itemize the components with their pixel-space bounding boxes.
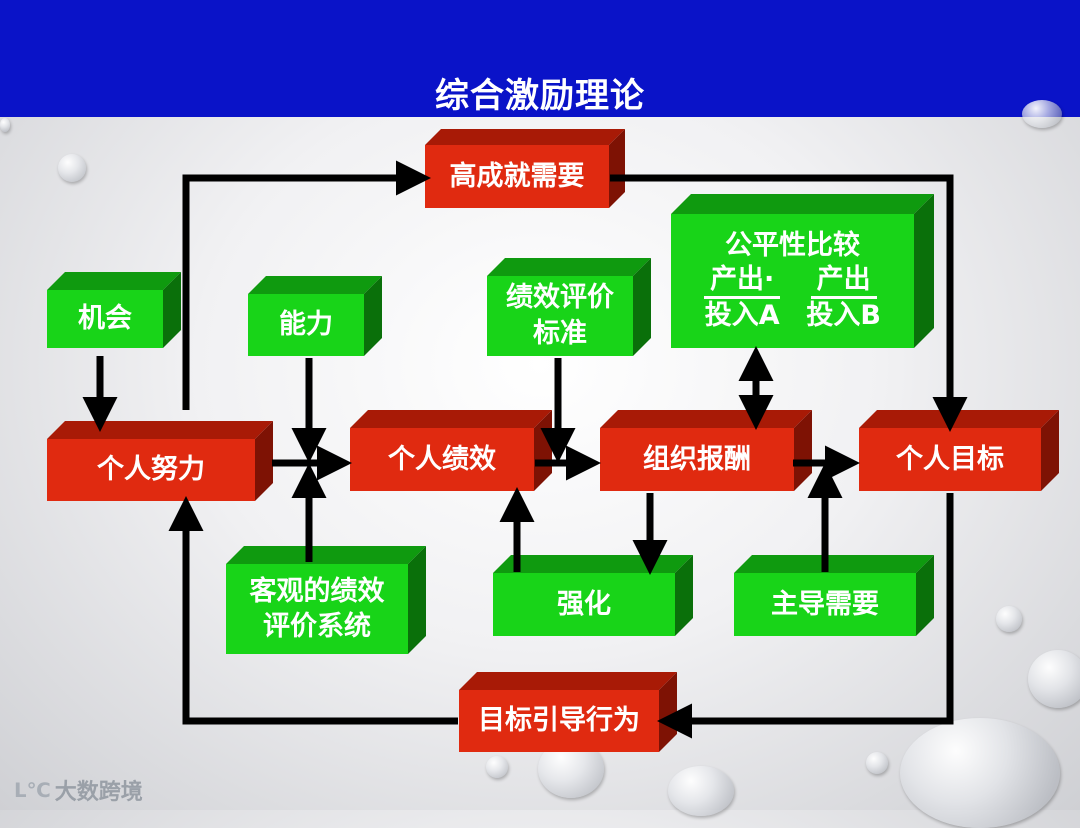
equity-fraction-b: 产出 投入B bbox=[806, 263, 881, 334]
equity-numerator-a: 产出· bbox=[704, 263, 781, 300]
page-title: 综合激励理论 bbox=[435, 76, 645, 116]
box-org-reward bbox=[600, 410, 812, 491]
watermark: ᒪ℃ 大数跨境 bbox=[14, 774, 143, 806]
water-drop bbox=[668, 766, 734, 816]
node-reinforcement: 强化 bbox=[557, 588, 611, 620]
node-opportunity: 机会 bbox=[78, 303, 132, 335]
node-objective-line2: 评价系统 bbox=[263, 611, 371, 642]
water-drop bbox=[1022, 100, 1062, 128]
node-criteria-line2: 标准 bbox=[533, 318, 587, 349]
node-objective-line1: 客观的绩效 bbox=[249, 575, 385, 607]
node-high-achievement: 高成就需要 bbox=[449, 160, 585, 192]
box-objective-system bbox=[226, 546, 426, 654]
watermark-text: 大数跨境 bbox=[54, 780, 143, 805]
node-org-reward: 组织报酬 bbox=[643, 443, 751, 475]
equity-denominator-b: 投入B bbox=[806, 300, 881, 332]
box-personal-performance bbox=[350, 410, 552, 491]
water-drop bbox=[866, 752, 888, 774]
box-criteria bbox=[487, 258, 651, 356]
box-dominant-need bbox=[734, 555, 934, 636]
water-drop bbox=[996, 606, 1022, 632]
node-criteria-line1: 绩效评价 bbox=[506, 281, 614, 313]
arrow-effort-to-high-achievement bbox=[182, 160, 431, 410]
node-dominant-need: 主导需要 bbox=[771, 588, 879, 620]
node-objective-system: 客观的绩效 评价系统 bbox=[226, 564, 408, 654]
node-personal-performance: 个人绩效 bbox=[388, 443, 496, 475]
equity-formula: 产出· 投入A 产出 投入B bbox=[704, 263, 881, 334]
equity-numerator-b: 产出 bbox=[810, 263, 877, 300]
diagram-canvas bbox=[47, 129, 1059, 752]
equity-denominator-a: 投入A bbox=[704, 300, 780, 332]
node-goal-guided: 目标引导行为 bbox=[478, 705, 640, 737]
arrow-goal-guided-to-effort bbox=[168, 496, 458, 725]
node-equity-title: 公平性比较 bbox=[725, 229, 860, 261]
node-ability: 能力 bbox=[279, 309, 333, 341]
node-criteria: 绩效评价 标准 bbox=[487, 276, 633, 356]
water-drop bbox=[58, 154, 86, 182]
node-personal-goal: 个人目标 bbox=[896, 443, 1004, 475]
arrow-goal-to-goal-guided bbox=[657, 493, 954, 739]
box-personal-effort bbox=[47, 421, 273, 501]
box-equity bbox=[671, 194, 934, 348]
node-personal-effort: 个人努力 bbox=[97, 454, 205, 486]
equity-fraction-a: 产出· 投入A bbox=[704, 263, 781, 334]
water-drop bbox=[1028, 650, 1080, 708]
node-equity: 公平性比较 产出· 投入A 产出 投入B bbox=[671, 214, 914, 348]
watermark-logo-icon: ᒪ℃ bbox=[14, 778, 51, 802]
box-personal-goal bbox=[859, 410, 1059, 491]
box-opportunity bbox=[47, 272, 181, 348]
title-bar: 综合激励理论 bbox=[0, 0, 1080, 117]
water-drop bbox=[0, 118, 10, 132]
arrow-high-achievement-to-goal bbox=[610, 174, 968, 432]
box-ability bbox=[248, 276, 382, 356]
water-drop bbox=[486, 756, 508, 778]
box-high-achievement bbox=[425, 129, 625, 208]
